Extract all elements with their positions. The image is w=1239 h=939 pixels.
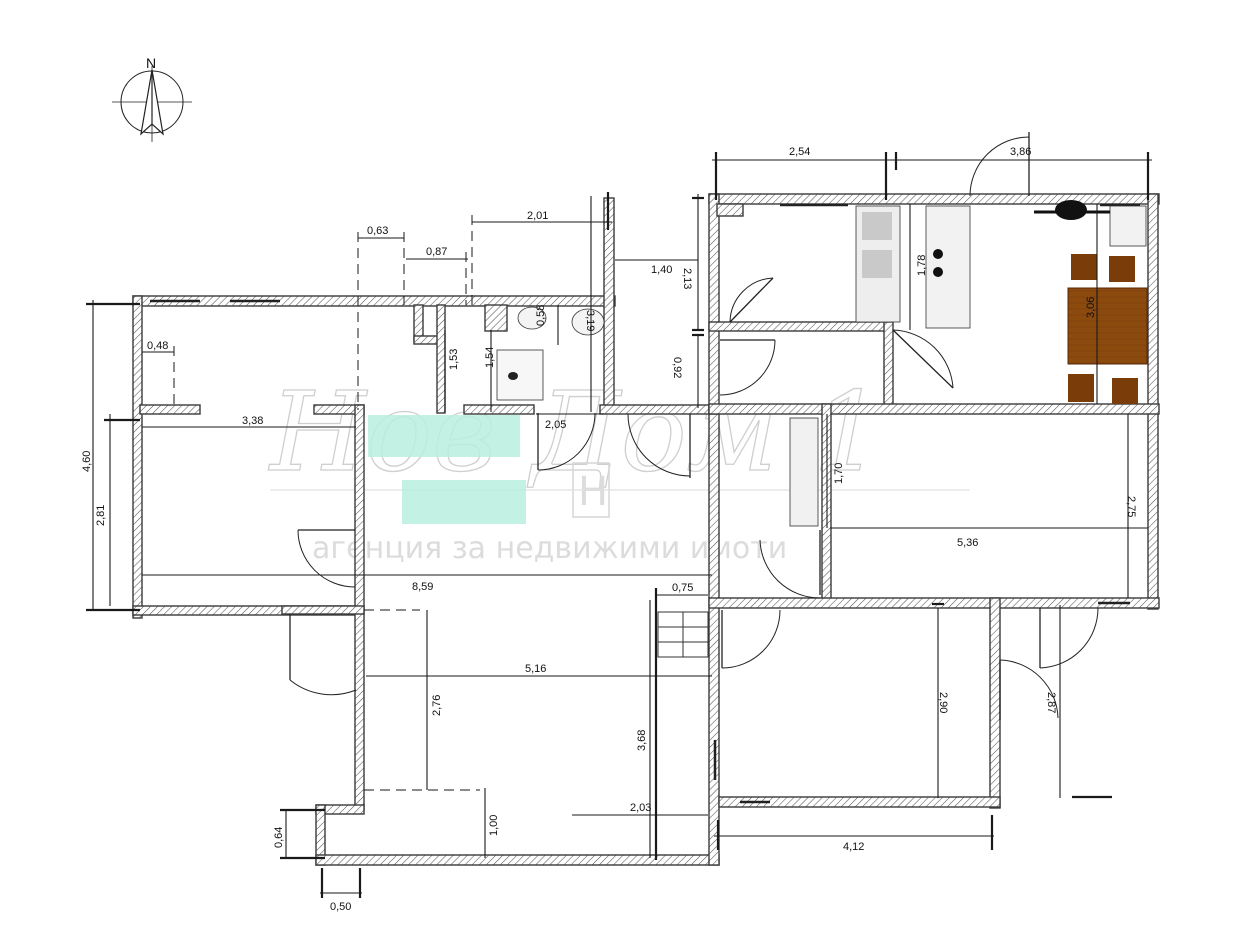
dim-label: 5,16 (525, 663, 546, 675)
dim-label: 2,03 (630, 802, 651, 814)
kitchen-sink-icon (862, 212, 892, 240)
dim-label: 0,63 (367, 225, 388, 237)
door-bath (537, 412, 596, 471)
dimension-lines (86, 152, 1152, 898)
dim-label: 4,12 (843, 841, 864, 853)
fridge (1109, 205, 1147, 247)
dim-label: 1,40 (651, 264, 672, 276)
dim-label: 1,70 (833, 463, 845, 484)
watermark-logo-letter: Н (578, 469, 608, 515)
dim-label: 3,86 (1010, 146, 1031, 158)
door-bottom-mid (721, 609, 781, 669)
lamp-icon (1055, 200, 1087, 220)
dimension-labels: 2,54 3,86 2,01 0,63 0,87 1,40 2,13 3,19 … (81, 146, 1137, 913)
dim-label: 2,81 (95, 505, 107, 526)
dim-label: 2,75 (1125, 496, 1137, 517)
dim-label: 0,50 (330, 901, 351, 913)
dim-label: 2,87 (1045, 692, 1057, 713)
compass-icon: N (112, 55, 192, 142)
walls (132, 193, 1160, 866)
furniture (368, 200, 1148, 658)
north-label: N (146, 55, 156, 71)
windows (150, 203, 1140, 804)
dim-label: 4,60 (81, 451, 93, 472)
bathtub (368, 415, 520, 457)
dim-label: 3,38 (242, 415, 263, 427)
wardrobe (789, 417, 819, 527)
dim-label: 5,36 (957, 537, 978, 549)
dim-label: 0,92 (671, 357, 683, 378)
chair-icon (1112, 378, 1138, 404)
dim-label: 3,19 (584, 310, 596, 331)
dim-label: 0,64 (273, 827, 285, 848)
washer (496, 349, 544, 401)
shower-tray (402, 480, 526, 524)
dim-label: 2,54 (789, 146, 810, 158)
sink-icon (571, 308, 605, 336)
dim-label: 0,75 (672, 582, 693, 594)
dim-label: 0,58 (535, 305, 547, 326)
dim-label: 0,48 (147, 340, 168, 352)
chair-icon (1109, 256, 1135, 282)
door-side-right (999, 659, 1059, 720)
dim-label: 1,00 (488, 815, 500, 836)
dim-label: 2,76 (431, 695, 443, 716)
door-room-topleft (729, 277, 774, 323)
dim-label: 1,78 (916, 255, 928, 276)
door-right-room (759, 530, 821, 599)
dim-label: 2,13 (681, 268, 693, 289)
dim-label: 3,06 (1085, 297, 1097, 318)
watermark: Нов Дом 1 Н агенция за недвижими имоти (267, 367, 970, 566)
stove (925, 205, 971, 329)
dim-label: 1,54 (484, 347, 496, 368)
door-living-top (627, 413, 691, 478)
dim-label: 8,59 (412, 581, 433, 593)
dim-label: 2,01 (527, 210, 548, 222)
burner-icon (933, 249, 943, 259)
doors (289, 132, 1099, 720)
staircase (657, 611, 709, 658)
door-kitchen (892, 329, 954, 389)
door-left-room (297, 529, 356, 588)
watermark-subtitle: агенция за недвижими имоти (312, 531, 787, 566)
dim-label: 2,05 (545, 419, 566, 431)
door-entrance-top (969, 132, 1030, 197)
dim-label: 2,90 (937, 692, 949, 713)
door-bottom-left (289, 614, 357, 696)
chair-icon (1071, 254, 1097, 280)
chair-icon (1068, 374, 1094, 402)
dining-table (1067, 287, 1148, 365)
dim-label: 1,53 (448, 349, 460, 370)
dim-label: 3,68 (636, 730, 648, 751)
dim-label: 0,87 (426, 246, 447, 258)
toilet-icon (517, 306, 547, 330)
door-bottom-right (1039, 607, 1099, 669)
door-hall-left (719, 339, 776, 396)
